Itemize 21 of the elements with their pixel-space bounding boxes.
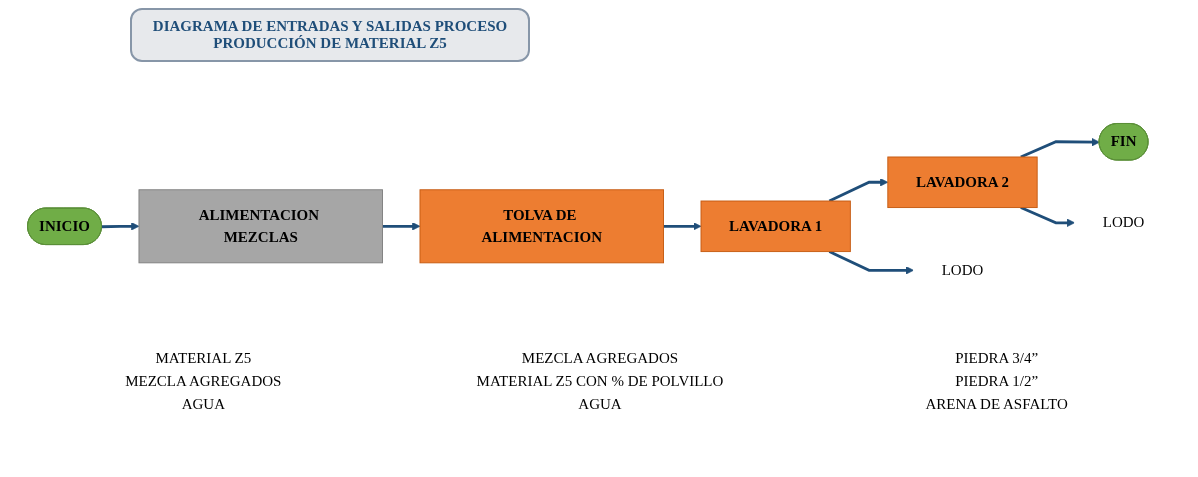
arrow: [1020, 138, 1100, 159]
node-box: LAVADORA 2: [887, 156, 1038, 209]
node-box: LAVADORA 1: [700, 200, 851, 253]
input-output-label: AGUA: [577, 396, 623, 413]
arrow: [382, 222, 421, 231]
arrow: [663, 222, 702, 231]
node-box: ALIMENTACION MEZCLAS: [138, 189, 383, 264]
node-text: LODO: [1102, 214, 1145, 231]
input-output-label: MEZCLA AGREGADOS: [520, 350, 680, 367]
node-box: TOLVA DE ALIMENTACION: [419, 189, 664, 264]
input-output-label: AGUA: [180, 396, 226, 413]
input-output-label: MEZCLA AGREGADOS: [124, 373, 283, 390]
input-output-label: PIEDRA 3/4”: [954, 350, 1040, 367]
arrow: [828, 178, 889, 203]
input-output-label: MATERIAL Z5: [154, 350, 253, 367]
input-output-label: MATERIAL Z5 CON % DE POLVILLO: [475, 373, 725, 390]
input-output-label: ARENA DE ASFALTO: [924, 396, 1069, 413]
input-output-label: PIEDRA 1/2”: [954, 373, 1040, 390]
diagram-title: DIAGRAMA DE ENTRADAS Y SALIDAS PROCESO PRODUCCIÓN DE MATERIAL Z5: [130, 8, 530, 62]
arrow: [101, 222, 140, 231]
node-text: LODO: [941, 262, 984, 279]
